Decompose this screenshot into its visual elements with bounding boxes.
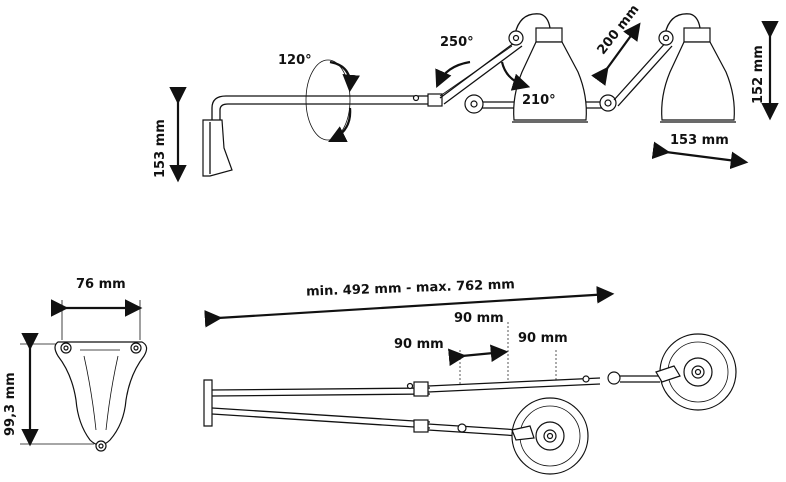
shade-1 xyxy=(508,13,588,123)
dim-reach-arrow xyxy=(204,286,615,328)
label-segment-c: 90 mm xyxy=(518,331,568,346)
label-250-deg: 250° xyxy=(440,35,474,50)
dim-segment-a-arrow xyxy=(448,344,509,367)
base-plate-view xyxy=(20,300,148,452)
label-120-deg: 120° xyxy=(278,53,312,68)
top-view-extension xyxy=(203,322,737,475)
wall-bracket xyxy=(202,119,233,177)
label-76-mm: 76 mm xyxy=(76,277,126,292)
label-152-mm: 152 mm xyxy=(751,45,766,104)
label-153-mm-base: 153 mm xyxy=(153,119,168,178)
label-reach-range: min. 492 mm - max. 762 mm xyxy=(306,277,515,299)
arm-joint xyxy=(427,93,443,107)
dim-200-arrow xyxy=(591,22,641,86)
label-99-3-mm: 99,3 mm xyxy=(3,372,18,436)
side-elevation-view xyxy=(169,13,779,183)
shade-disc-upper xyxy=(659,333,737,411)
label-segment-b: 90 mm xyxy=(454,311,504,326)
rotation-250-indicator xyxy=(435,45,513,97)
shade-2 xyxy=(658,13,736,123)
dim-153-shade-arrow xyxy=(651,141,749,170)
arm-elbow xyxy=(211,95,430,120)
label-153-mm-shade: 153 mm xyxy=(670,133,729,148)
label-210-deg: 210° xyxy=(522,93,556,108)
shade-disc-lower xyxy=(511,397,589,475)
rotation-120-indicator xyxy=(305,59,360,142)
label-segment-a: 90 mm xyxy=(394,337,444,352)
base-plate xyxy=(54,341,148,446)
rotation-210-indicator xyxy=(500,61,531,91)
